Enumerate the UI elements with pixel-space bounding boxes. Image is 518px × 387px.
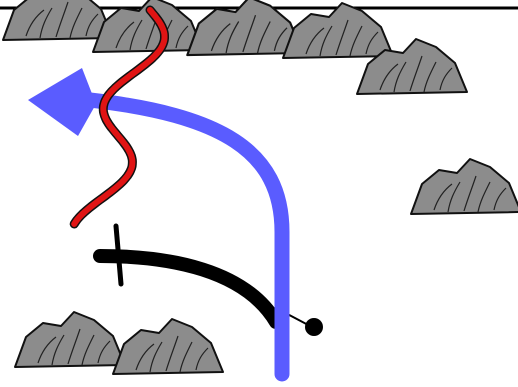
tick-mark: [116, 226, 121, 284]
rock-icon: [411, 159, 518, 214]
rock-icon: [15, 312, 125, 367]
rock-icon: [283, 3, 393, 58]
black-curve: [100, 226, 323, 336]
rock-icon: [3, 0, 113, 40]
dot-icon: [305, 318, 323, 336]
rock-icon: [113, 319, 223, 374]
